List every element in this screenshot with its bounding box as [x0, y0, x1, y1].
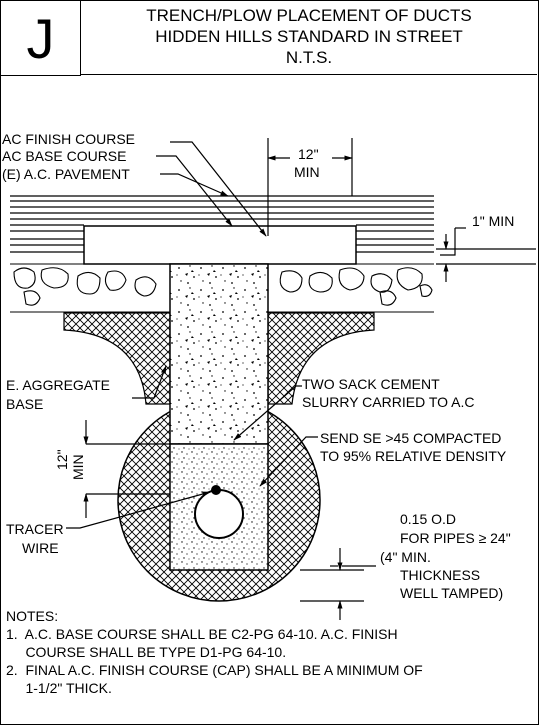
note-2-line-2: 1-1/2" THICK. — [6, 680, 112, 696]
title-line-3: N.T.S. — [285, 48, 333, 67]
detail-title: TRENCH/PLOW PLACEMENT OF DUCTS HIDDEN HI… — [81, 1, 537, 75]
label-wire: WIRE — [22, 540, 59, 556]
title-line-2: HIDDEN HILLS STANDARD IN STREET — [155, 27, 463, 46]
label-ac-finish-course: AC FINISH COURSE — [2, 131, 136, 147]
label-e-aggregate: E. AGGREGATE — [6, 377, 110, 393]
label-send-se-1: SEND SE >45 COMPACTED — [320, 430, 502, 446]
label-ac-base-course: AC BASE COURSE — [2, 148, 127, 164]
label-tracer: TRACER — [6, 521, 64, 537]
pavement-layers — [10, 195, 434, 265]
label-dim-12-side-value: 12" — [54, 449, 70, 470]
label-od-4: THICKNESS — [400, 567, 481, 583]
tracer-wire-mark — [211, 485, 221, 495]
label-od-3: (4" MIN. — [380, 549, 431, 565]
dim-12-top-value: 12" — [298, 146, 319, 162]
title-line-1: TRENCH/PLOW PLACEMENT OF DUCTS — [146, 6, 472, 25]
left-shoulder — [63, 312, 171, 405]
label-dim-12-top: 12" — [298, 146, 319, 162]
label-one-inch-min: 1" MIN — [472, 213, 515, 229]
label-two-sack-2: SLURRY CARRIED TO A.C — [302, 394, 475, 410]
note-1-line-1: 1. A.C. BASE COURSE SHALL BE C2-PG 64-10… — [6, 626, 398, 642]
dim-12-top-min: MIN — [294, 164, 320, 180]
note-2-line-1: 2. FINAL A.C. FINISH COURSE (CAP) SHALL … — [6, 662, 423, 678]
right-shoulder — [267, 312, 375, 405]
label-two-sack-1: TWO SACK CEMENT — [302, 376, 440, 392]
notes-block: NOTES: 1. A.C. BASE COURSE SHALL BE C2-P… — [6, 607, 423, 697]
label-dim-12-side-min: MIN — [70, 454, 86, 480]
duct-pipe — [194, 489, 244, 539]
label-e-pavement: (E) A.C. PAVEMENT — [2, 166, 130, 182]
detail-letter: J — [1, 1, 81, 76]
notes-heading: NOTES: — [6, 608, 59, 624]
label-od-1: 0.15 O.D — [400, 511, 457, 527]
label-base: BASE — [6, 396, 44, 412]
label-od-2: FOR PIPES ≥ 24" — [400, 530, 511, 546]
label-send-se-2: TO 95% RELATIVE DENSITY — [320, 448, 507, 464]
note-1-line-2: COURSE SHALL BE TYPE D1-PG 64-10. — [6, 644, 287, 660]
label-od-5: WELL TAMPED) — [400, 585, 504, 601]
